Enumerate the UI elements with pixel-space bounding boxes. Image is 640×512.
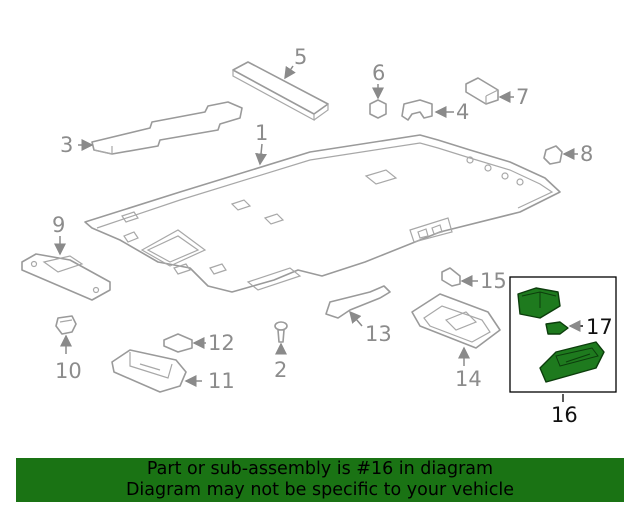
parts-diagram: 1 2 3 4 5 6 7 8 9 10 11 12 13 14 15 16 1…	[21, 45, 617, 427]
lamp-part-11[interactable]	[111, 349, 187, 393]
block-part-7[interactable]	[465, 77, 499, 105]
leader-lines	[54, 65, 583, 402]
banner-line-2: Diagram may not be specific to your vehi…	[125, 480, 515, 500]
callout-1: 1	[255, 121, 268, 145]
callout-16: 16	[551, 403, 578, 427]
callout-17: 17	[586, 315, 613, 339]
clip-part-10[interactable]	[55, 315, 77, 335]
callout-11: 11	[208, 369, 235, 393]
callout-9: 9	[52, 213, 65, 237]
holder-part-9[interactable]	[21, 253, 111, 301]
callout-4: 4	[456, 100, 469, 124]
assembly-box-16	[509, 276, 617, 393]
bar-part-5[interactable]	[232, 61, 329, 122]
banner-line-1: Part or sub-assembly is #16 in diagram	[146, 459, 494, 479]
cover-part-12[interactable]	[163, 333, 193, 353]
callout-14: 14	[455, 367, 482, 391]
bracket-part-4[interactable]	[401, 99, 433, 121]
callout-13: 13	[365, 322, 392, 346]
callout-15: 15	[480, 269, 507, 293]
callout-7: 7	[516, 85, 529, 109]
callout-6: 6	[372, 61, 385, 85]
highlight-banner: Part or sub-assembly is #16 in diagram D…	[16, 458, 624, 502]
callout-5: 5	[294, 45, 307, 69]
screw-part-2[interactable]	[274, 321, 288, 343]
highlighted-part-16-upper[interactable]	[517, 287, 561, 319]
callout-2: 2	[274, 358, 287, 382]
highlighted-part-17-bulb[interactable]	[545, 321, 569, 335]
bracket-part-13[interactable]	[325, 285, 391, 319]
map-lamp-part-14[interactable]	[411, 293, 501, 349]
callout-12: 12	[208, 331, 235, 355]
pad-part-3[interactable]	[91, 101, 243, 155]
highlighted-part-16-lamp[interactable]	[539, 341, 605, 383]
nut-part-6[interactable]	[369, 99, 387, 119]
callout-3: 3	[60, 133, 73, 157]
clip-part-8[interactable]	[543, 145, 563, 165]
bulb-part-15[interactable]	[441, 267, 461, 287]
callout-8: 8	[580, 142, 593, 166]
headliner-part-1[interactable]	[84, 134, 561, 293]
callout-10: 10	[55, 359, 82, 383]
